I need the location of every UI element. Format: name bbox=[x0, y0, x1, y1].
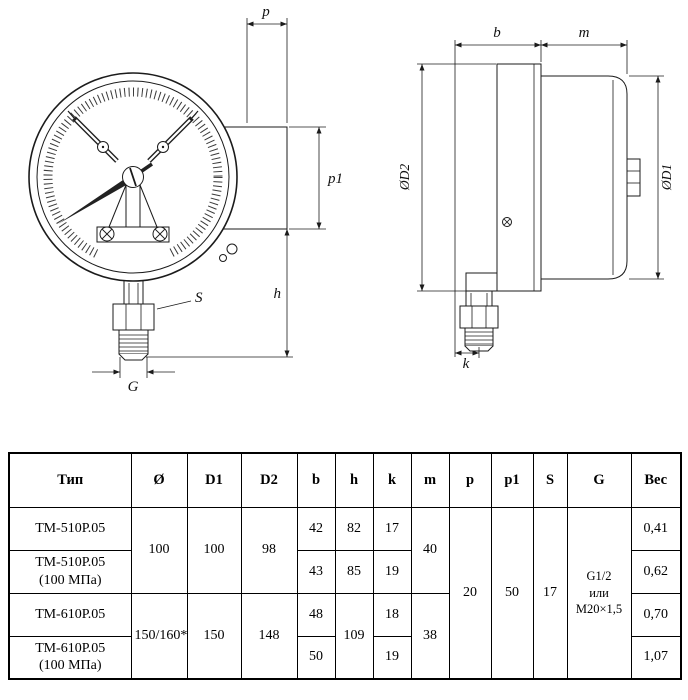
cell-g-all: G1/2 или M20×1,5 bbox=[566, 506, 632, 680]
cell-type-2: ТМ-510Р.05 (100 МПа) bbox=[8, 549, 132, 594]
setpoint-arm-right bbox=[147, 110, 199, 163]
cell-b-2: 43 bbox=[296, 549, 336, 594]
dim-label-h: h bbox=[274, 286, 282, 302]
dimension-b bbox=[454, 40, 542, 357]
cell-p1-all: 50 bbox=[490, 506, 534, 680]
header-k: k bbox=[372, 452, 412, 508]
front-view bbox=[28, 18, 326, 378]
centre-bracket bbox=[96, 166, 170, 243]
dimension-h bbox=[146, 229, 293, 358]
side-view bbox=[417, 40, 664, 358]
dim-label-m: m bbox=[579, 25, 590, 41]
stem-side bbox=[459, 291, 499, 352]
cell-m-group1: 40 bbox=[410, 506, 450, 594]
sealing-screw bbox=[219, 243, 238, 262]
cell-m-group2: 38 bbox=[410, 592, 450, 680]
dimension-k bbox=[455, 347, 480, 358]
dimension-p bbox=[246, 18, 288, 123]
case-side bbox=[540, 75, 628, 280]
dim-label-p: p bbox=[261, 4, 270, 20]
dim-label-s: S bbox=[195, 290, 203, 306]
dimensions-table: Тип Ø D1 D2 b h k m p p1 S G Вес ТМ-510Р… bbox=[8, 452, 682, 680]
dim-label-d1: ØD1 bbox=[659, 164, 674, 191]
electrical-connector bbox=[626, 158, 641, 197]
header-m: m bbox=[410, 452, 450, 508]
gauge-drawing-svg: p p1 h S G b m k ØD2 ØD1 bbox=[28, 4, 674, 395]
type-line: ТМ-610Р.05 bbox=[35, 640, 106, 656]
cell-s-all: 17 bbox=[532, 506, 568, 680]
cell-k-1: 17 bbox=[372, 506, 412, 551]
cell-d2-group1: 98 bbox=[240, 506, 298, 594]
header-o: Ø bbox=[130, 452, 188, 508]
cell-ves-2: 0,62 bbox=[630, 549, 682, 594]
dim-label-d2: ØD2 bbox=[397, 164, 412, 191]
cell-ves-3: 0,70 bbox=[630, 592, 682, 637]
header-row: Тип Ø D1 D2 b h k m p p1 S G Вес bbox=[8, 452, 682, 508]
hex-nut-front bbox=[112, 303, 155, 331]
cell-d1-group2: 150 bbox=[186, 592, 242, 680]
header-tip: Тип bbox=[8, 452, 132, 508]
cell-type-3: ТМ-610Р.05 bbox=[8, 592, 132, 637]
cell-h-2: 85 bbox=[334, 549, 374, 594]
cell-h-group2: 109 bbox=[334, 592, 374, 680]
type-line: (100 МПа) bbox=[38, 572, 102, 588]
table-row: ТМ-610Р.05 (100 МПа) 50 19 1,07 bbox=[8, 635, 682, 680]
cell-k-3: 18 bbox=[372, 592, 412, 637]
g-line: или bbox=[589, 585, 609, 600]
dimension-p1 bbox=[289, 126, 326, 230]
thread-side bbox=[464, 327, 494, 347]
table-row: ТМ-610Р.05 150/160* 150 148 48 109 18 38… bbox=[8, 592, 682, 680]
header-h: h bbox=[334, 452, 374, 508]
header-g: G bbox=[566, 452, 632, 508]
cell-p-all: 20 bbox=[448, 506, 492, 680]
hex-nut-side bbox=[459, 305, 499, 329]
g-line: M20×1,5 bbox=[575, 601, 623, 616]
dimension-d2 bbox=[417, 63, 496, 292]
header-b: b bbox=[296, 452, 336, 508]
dim-label-p1: p1 bbox=[327, 171, 343, 187]
header-p1: p1 bbox=[490, 452, 534, 508]
bezel-side bbox=[496, 63, 542, 292]
header-p: p bbox=[448, 452, 492, 508]
header-d2: D2 bbox=[240, 452, 298, 508]
header-ves: Вес bbox=[630, 452, 682, 508]
dim-label-g: G bbox=[128, 379, 139, 395]
cell-o-group1: 100 bbox=[130, 506, 188, 594]
dial-tick-ring bbox=[43, 87, 223, 267]
dim-label-b: b bbox=[493, 25, 501, 41]
cell-d1-group1: 100 bbox=[186, 506, 242, 594]
header-s: S bbox=[532, 452, 568, 508]
dimension-d1 bbox=[629, 75, 664, 280]
type-line: ТМ-510Р.05 bbox=[35, 520, 106, 536]
table-row: ТМ-510Р.05 100 100 98 42 82 17 40 20 50 … bbox=[8, 506, 682, 680]
bezel-screw bbox=[502, 217, 512, 227]
dial-rim-circle bbox=[36, 80, 230, 274]
thread-front bbox=[118, 329, 149, 355]
cell-ves-1: 0,41 bbox=[630, 506, 682, 551]
type-line: ТМ-510Р.05 bbox=[35, 555, 106, 570]
cell-type-1: ТМ-510Р.05 bbox=[8, 506, 132, 551]
cell-ves-4: 1,07 bbox=[630, 635, 682, 680]
g-line: G1/2 bbox=[586, 569, 612, 584]
cell-k-4: 19 bbox=[372, 635, 412, 680]
dimension-g bbox=[92, 357, 175, 378]
cell-o-group2: 150/160* bbox=[130, 592, 188, 680]
dim-label-k: k bbox=[463, 356, 470, 372]
setpoint-arm-left bbox=[67, 110, 119, 163]
header-d1: D1 bbox=[186, 452, 242, 508]
type-line: (100 МПа) bbox=[38, 658, 102, 674]
cell-d2-group2: 148 bbox=[240, 592, 298, 680]
cell-b-3: 48 bbox=[296, 592, 336, 637]
cell-type-4: ТМ-610Р.05 (100 МПа) bbox=[8, 635, 132, 680]
leader-s bbox=[156, 300, 192, 310]
type-line: ТМ-610Р.05 bbox=[35, 606, 106, 622]
cell-b-4: 50 bbox=[296, 635, 336, 680]
cell-h-1: 82 bbox=[334, 506, 374, 551]
stem-front bbox=[112, 281, 155, 361]
cell-b-1: 42 bbox=[296, 506, 336, 551]
table-row: ТМ-510Р.05 (100 МПа) 43 85 19 0,62 bbox=[8, 549, 682, 594]
dimension-m bbox=[541, 40, 628, 74]
cell-k-2: 19 bbox=[372, 549, 412, 594]
socket-boss bbox=[465, 272, 498, 292]
